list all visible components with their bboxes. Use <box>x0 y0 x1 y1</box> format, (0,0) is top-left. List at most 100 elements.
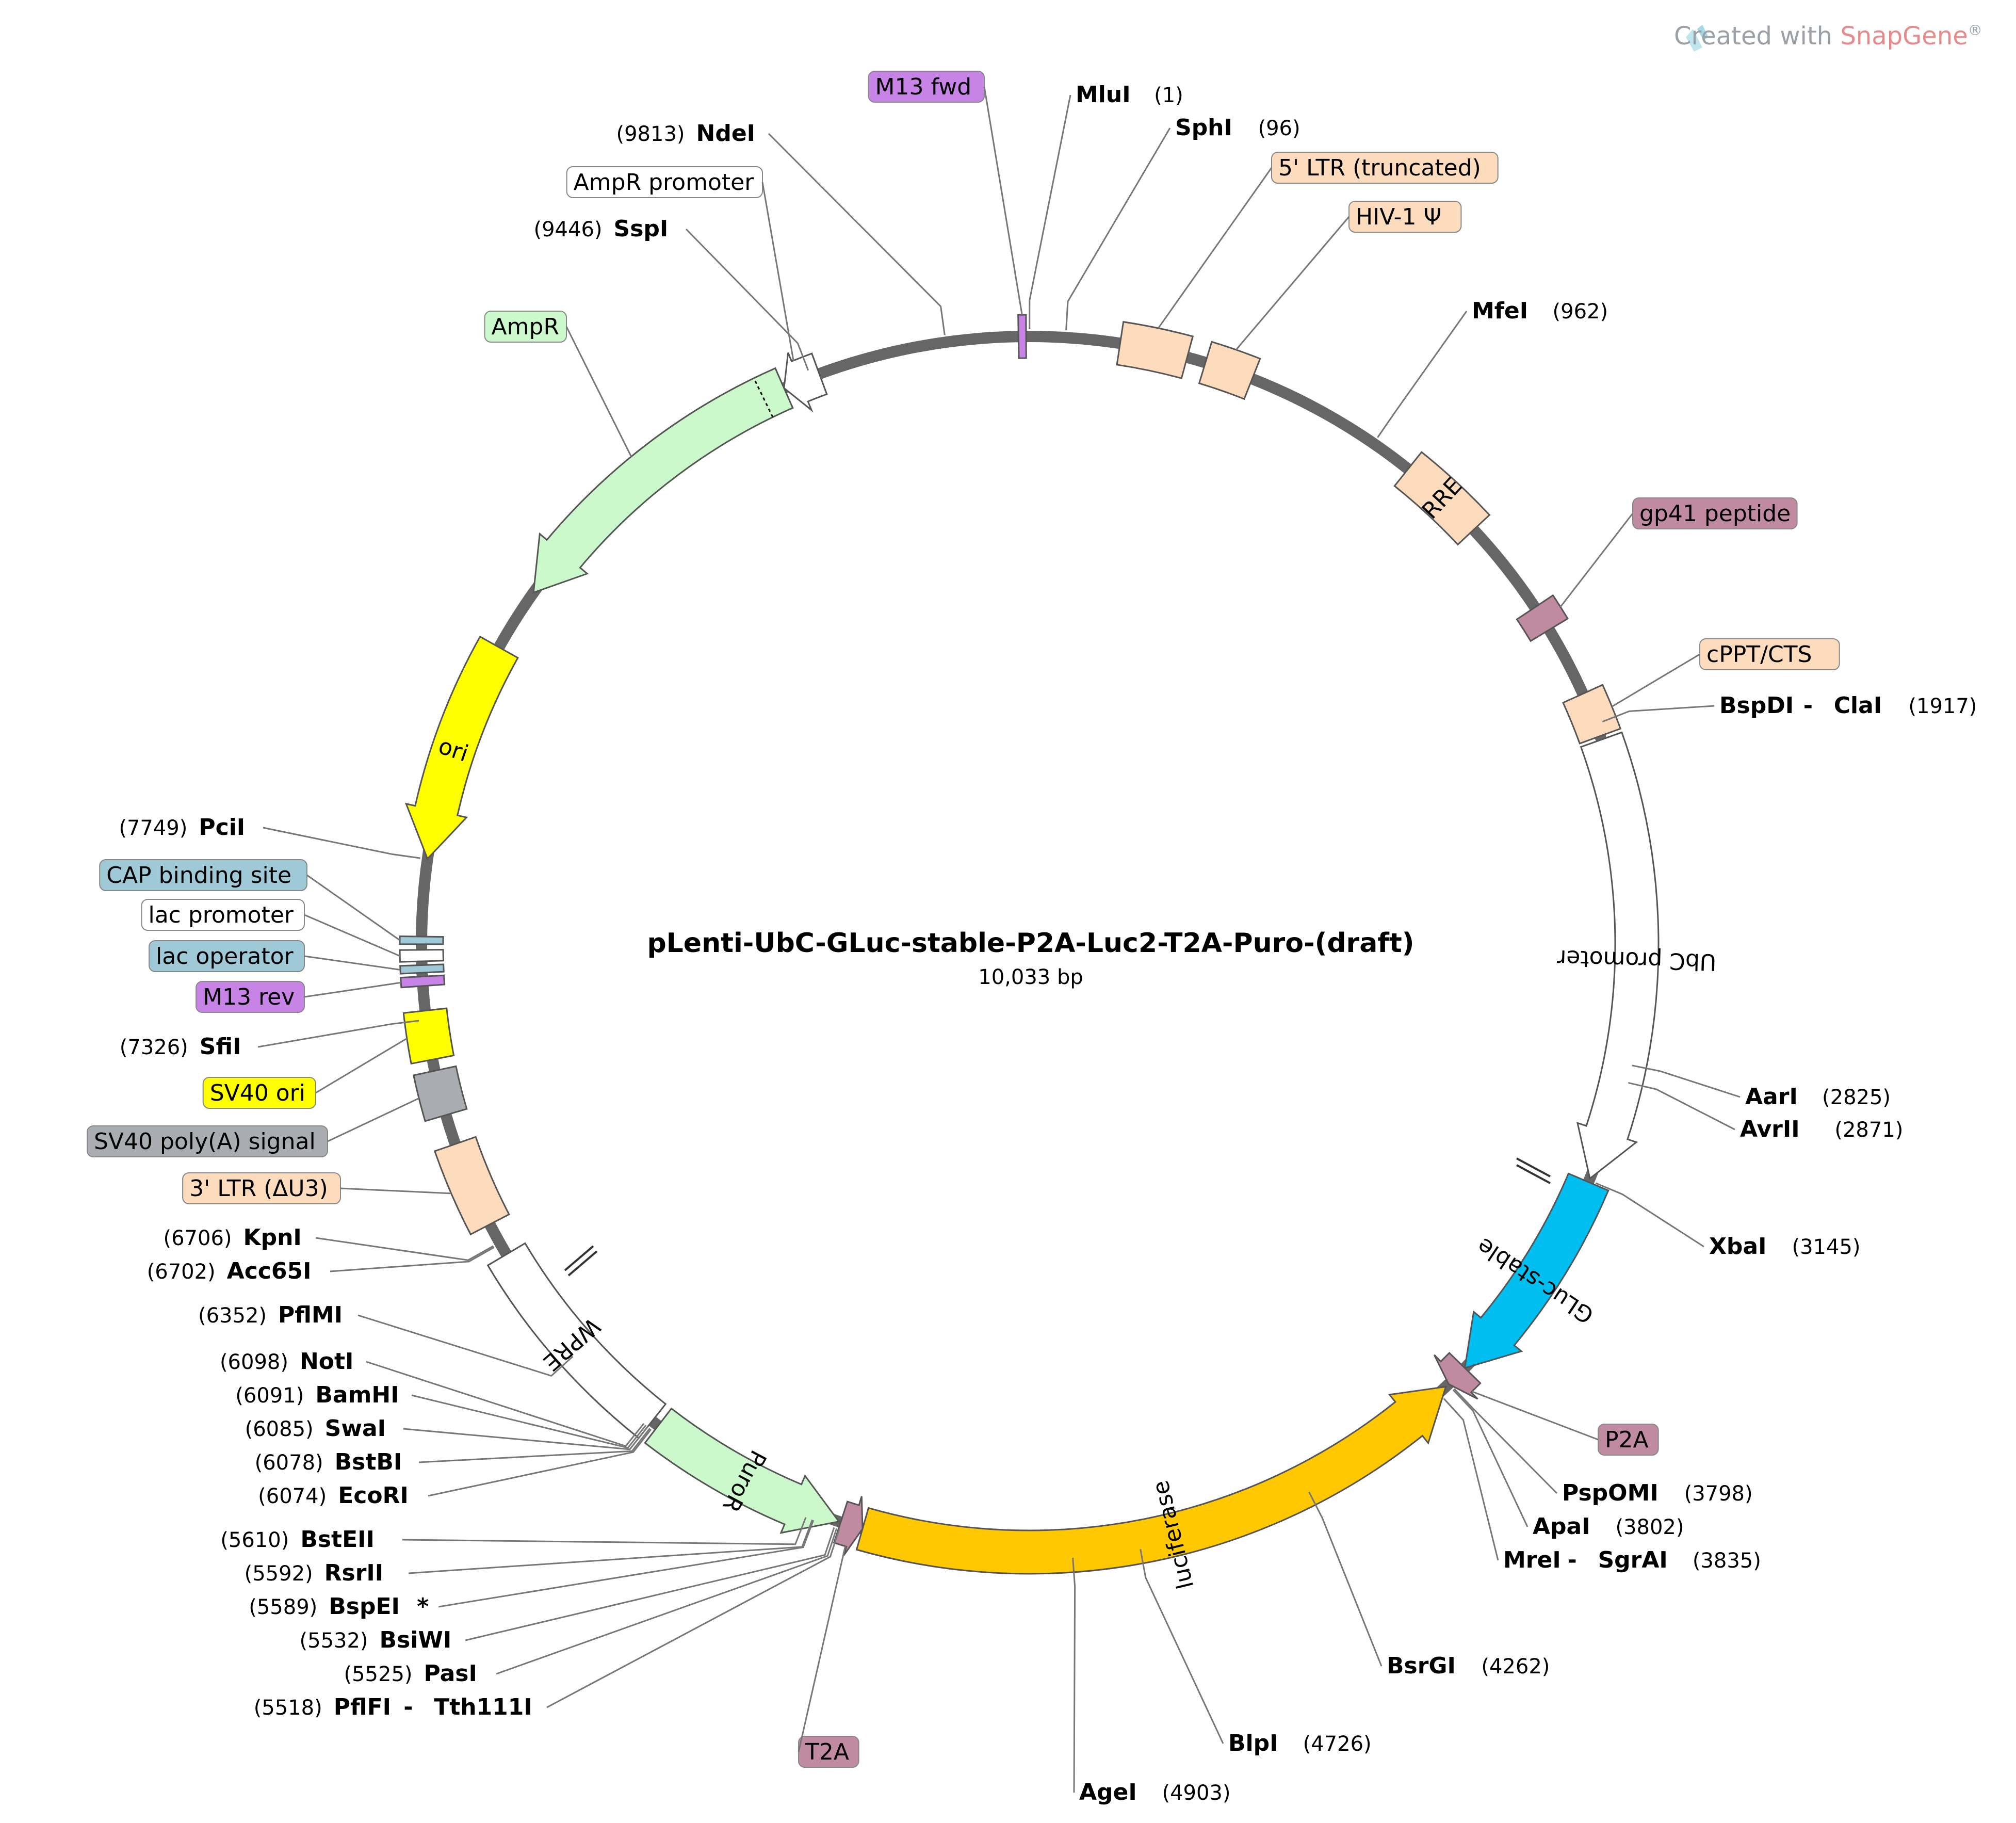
site-position: (5525) <box>344 1663 413 1686</box>
feature-p2a <box>1433 1351 1482 1400</box>
site-name: SspI <box>614 216 669 242</box>
site-position: (4903) <box>1162 1781 1230 1805</box>
feature-lac-operator <box>399 963 445 975</box>
feature-label-cppt-cts: cPPT/CTS <box>1706 641 1812 668</box>
site-leader <box>403 1426 648 1450</box>
feature-sv40-poly-a-signal <box>412 1065 468 1122</box>
feature-label-ampr: AmpR <box>492 314 559 340</box>
site-position: (9446) <box>534 218 603 241</box>
site-leader <box>1453 1388 1558 1494</box>
site-leader <box>1628 1082 1735 1131</box>
site-leader <box>438 1520 815 1608</box>
site-name: SwaI <box>325 1415 386 1442</box>
snapgene-watermark: Created with SnapGene® <box>1674 22 1982 52</box>
site-dash: - <box>1568 1547 1577 1573</box>
feature-sv40-ori <box>402 1007 455 1065</box>
feature-label-m13-fwd: M13 fwd <box>875 74 972 100</box>
site-leader <box>685 228 809 371</box>
site-position: (7326) <box>120 1036 188 1059</box>
site-noti: (6098)NotI <box>220 1348 645 1447</box>
site-mfei: MfeI(962) <box>1377 298 1608 438</box>
site-name: EcoRI <box>338 1482 409 1509</box>
site-dash: - <box>403 1694 413 1720</box>
feature-m13-fwd <box>1017 314 1027 359</box>
site-position: (962) <box>1553 300 1608 324</box>
feature-label-cap-binding-site: CAP binding site <box>106 862 291 889</box>
site-name: PspOMI <box>1562 1480 1659 1506</box>
site-position: (6085) <box>245 1417 314 1441</box>
feature-leader-ampr-promoter <box>761 182 794 361</box>
site-ndei: (9813) NdeI <box>616 120 946 335</box>
site-name-2: SgrAI <box>1598 1547 1667 1573</box>
snapgene-logo-icon <box>1686 25 1709 52</box>
site-leader <box>315 1237 494 1261</box>
site-position: (1917) <box>1908 695 1977 718</box>
site-leader <box>1308 1491 1383 1667</box>
site-name: RsrII <box>324 1560 384 1586</box>
site-mlui: MluI(1) <box>1029 82 1183 330</box>
site-position: (4262) <box>1481 1655 1550 1679</box>
site-position: (3798) <box>1684 1482 1753 1506</box>
feature-ori <box>404 635 519 861</box>
site-position: (5592) <box>245 1562 313 1586</box>
site-name: NotI <box>300 1348 353 1375</box>
site-sspi: (9446) SspI <box>534 216 809 371</box>
site-position: (3835) <box>1693 1549 1761 1573</box>
feature-label-3-ltr-u3: 3' LTR (ΔU3) <box>189 1175 328 1202</box>
brand-mark: ® <box>1968 22 1982 39</box>
feature-leader-ampr <box>565 326 632 457</box>
plasmid-name: pLenti-UbC-GLuc-stable-P2A-Luc2-T2A-Puro… <box>647 928 1414 959</box>
feature-wpre <box>486 1242 667 1440</box>
site-pasi: (5525)PasI <box>344 1528 838 1687</box>
site-avrii: AvrII(2871) <box>1628 1082 1903 1142</box>
site-name: BamHI <box>315 1382 399 1408</box>
site-position: (9813) <box>616 122 685 146</box>
feature-label-gp41-peptide: gp41 peptide <box>1639 501 1791 527</box>
site-name-2: ClaI <box>1834 692 1882 719</box>
site-leader <box>411 1394 647 1449</box>
site-mrei-sgrai: MreI - SgrAI (3835) <box>1443 1398 1761 1573</box>
feature-leader-lac-operator <box>304 955 401 971</box>
site-name: BsrGI <box>1387 1653 1456 1679</box>
site-bstbi: (6078)BstBI <box>255 1428 651 1475</box>
site-name: BlpI <box>1228 1730 1278 1756</box>
site-position: (2825) <box>1822 1086 1891 1109</box>
site-name: NdeI <box>696 120 756 147</box>
site-bsiwi: (5532)BsiWI <box>300 1527 835 1653</box>
site-name: BspDI <box>1719 692 1794 719</box>
site-leader <box>263 827 420 859</box>
feature-hiv-1 <box>1198 341 1261 400</box>
site-leader <box>465 1527 835 1641</box>
feature-rre <box>1393 451 1491 546</box>
site-leader <box>546 1529 840 1708</box>
site-leader <box>1029 94 1071 330</box>
site-name: MreI <box>1503 1547 1561 1573</box>
site-ecori: (6074)EcoRI <box>258 1429 652 1509</box>
site-name: KpnI <box>243 1224 302 1251</box>
site-leader <box>428 1429 652 1497</box>
feature-leader-lac-promoter <box>304 914 400 957</box>
feature-label-sv40-poly-a-signal: SV40 poly(A) signal <box>94 1128 316 1155</box>
site-leader <box>496 1528 838 1675</box>
site-name: AgeI <box>1079 1779 1137 1805</box>
feature-label-5-ltr-truncated: 5' LTR (truncated) <box>1278 155 1481 181</box>
svg-text:Created with SnapGene®: Created with SnapGene® <box>1674 22 1982 51</box>
site-position: (5518) <box>254 1696 322 1720</box>
site-name-2: Tth111I <box>434 1694 532 1720</box>
site-position: (3802) <box>1615 1515 1684 1539</box>
feature-leader-m13-fwd <box>983 86 1023 315</box>
site-leader <box>402 1517 807 1545</box>
feature-3-ltr-u3 <box>433 1136 510 1236</box>
feature-label-lac-promoter: lac promoter <box>148 902 294 928</box>
site-sphi: SphI(96) <box>1065 115 1300 331</box>
feature-m13-rev <box>400 974 446 989</box>
feature-label-lac-operator: lac operator <box>156 943 294 970</box>
feature-leader-sv40-poly-a-signal <box>327 1098 419 1142</box>
site-leader <box>357 1314 574 1377</box>
feature-leader-sv40-ori <box>315 1038 408 1094</box>
site-dash: - <box>1803 692 1813 719</box>
site-position: (3145) <box>1792 1235 1860 1259</box>
site-position: (1) <box>1154 84 1183 107</box>
site-name: BspEI <box>329 1593 400 1620</box>
